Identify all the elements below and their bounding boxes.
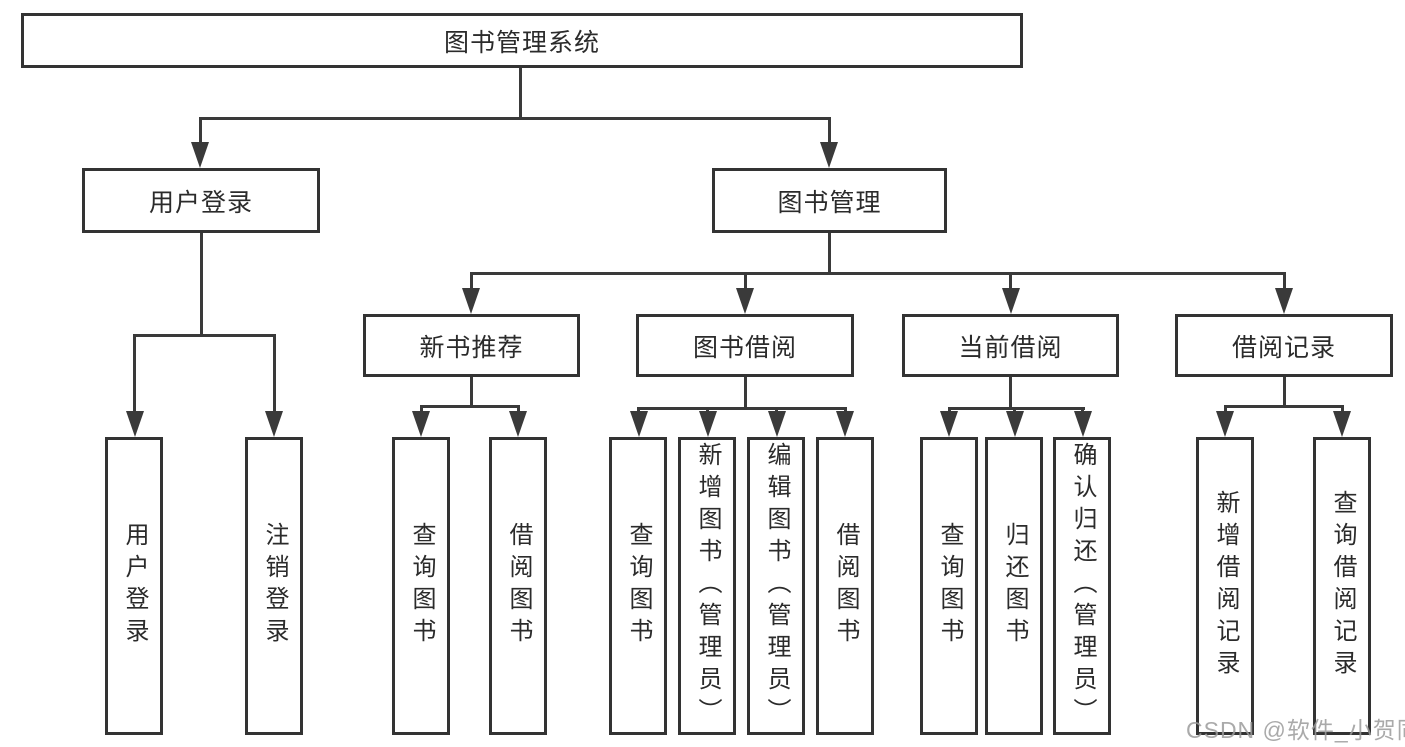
arrow-down-icon — [1074, 411, 1092, 437]
connector-stem-user-login — [199, 117, 202, 145]
arrow-down-icon — [836, 411, 854, 437]
node-borrowing-borrow-books: 借阅图书 — [816, 437, 874, 735]
arrow-down-icon — [191, 142, 209, 168]
arrow-down-icon — [462, 288, 480, 314]
arrow-down-icon — [1333, 411, 1351, 437]
connector-stem-records-leaf2 — [1341, 405, 1344, 415]
node-login-user-login: 用户登录 — [105, 437, 163, 735]
leaf-label: 注销登录 — [261, 522, 288, 650]
connector-level2-hbar — [470, 272, 1286, 275]
node-user-login: 用户登录 — [82, 168, 320, 233]
leaf-label: 编辑图书（管理员） — [763, 442, 790, 730]
arrow-down-icon — [630, 411, 648, 437]
connector-book-borrow-hbar — [637, 407, 847, 410]
node-records-query-borrow-record: 查询借阅记录 — [1313, 437, 1371, 735]
connector-stem-book-management — [828, 117, 831, 145]
arrow-down-icon — [126, 411, 144, 437]
connector-book-management-stem — [828, 233, 831, 274]
arrow-down-icon — [940, 411, 958, 437]
connector-stem-login-leaf2 — [273, 334, 276, 414]
arrow-down-icon — [736, 288, 754, 314]
connector-level1-hbar — [199, 117, 831, 120]
arrow-down-icon — [768, 411, 786, 437]
leaf-label: 新增借阅记录 — [1212, 490, 1239, 682]
connector-borrow-records-stub — [1283, 377, 1286, 408]
leaf-label: 查询图书 — [936, 522, 963, 650]
node-book-borrowing: 图书借阅 — [636, 314, 854, 377]
arrow-down-icon — [1002, 288, 1020, 314]
node-borrowing-records: 借阅记录 — [1175, 314, 1393, 377]
arrow-down-icon — [1006, 411, 1024, 437]
connector-book-borrow-stub — [744, 377, 747, 410]
leaf-label: 新增图书（管理员） — [694, 442, 721, 730]
node-current-borrowing: 当前借阅 — [902, 314, 1119, 377]
leaf-label: 确认归还（管理员） — [1069, 442, 1096, 730]
connector-stem-book-borrow — [744, 272, 747, 294]
arrow-down-icon — [412, 411, 430, 437]
node-records-add-borrow-record: 新增借阅记录 — [1196, 437, 1254, 735]
connector-stem-login-leaf1 — [133, 334, 136, 414]
node-library-management-system: 图书管理系统 — [21, 13, 1023, 68]
leaf-label: 用户登录 — [121, 522, 148, 650]
node-current-query-books: 查询图书 — [920, 437, 978, 735]
connector-stem-borrow-records — [1283, 272, 1286, 294]
node-current-return-books: 归还图书 — [985, 437, 1043, 735]
leaf-label: 借阅图书 — [832, 522, 859, 650]
node-book-management: 图书管理 — [712, 168, 947, 233]
node-current-confirm-return-admin: 确认归还（管理员） — [1053, 437, 1111, 735]
arrow-down-icon — [1216, 411, 1234, 437]
arrow-down-icon — [1275, 288, 1293, 314]
connector-new-book-stub — [470, 377, 473, 408]
connector-user-login-hbar — [133, 334, 276, 337]
leaf-label: 查询借阅记录 — [1329, 490, 1356, 682]
node-recommend-borrow-books: 借阅图书 — [489, 437, 547, 735]
arrow-down-icon — [265, 411, 283, 437]
node-login-logout: 注销登录 — [245, 437, 303, 735]
connector-stem-records-leaf1 — [1224, 405, 1227, 415]
node-borrowing-add-books-admin: 新增图书（管理员） — [678, 437, 736, 735]
node-borrowing-edit-books-admin: 编辑图书（管理员） — [747, 437, 805, 735]
leaf-label: 借阅图书 — [505, 522, 532, 650]
connector-borrow-records-hbar — [1224, 405, 1344, 408]
connector-user-login-stem — [200, 233, 203, 336]
leaf-label: 查询图书 — [625, 522, 652, 650]
node-recommend-query-books: 查询图书 — [392, 437, 450, 735]
leaf-label: 归还图书 — [1001, 522, 1028, 650]
node-new-book-recommendation: 新书推荐 — [363, 314, 580, 377]
connector-current-borrow-hbar — [948, 407, 1085, 410]
connector-stem-newbook-leaf2 — [517, 405, 520, 415]
connector-new-book-hbar — [420, 405, 520, 408]
arrow-down-icon — [820, 142, 838, 168]
connector-stem-new-book — [470, 272, 473, 294]
connector-stem-current-borrow — [1009, 272, 1012, 294]
leaf-label: 查询图书 — [408, 522, 435, 650]
arrow-down-icon — [509, 411, 527, 437]
arrow-down-icon — [699, 411, 717, 437]
node-borrowing-query-books: 查询图书 — [609, 437, 667, 735]
connector-current-borrow-stub — [1009, 377, 1012, 410]
connector-stem-newbook-leaf1 — [420, 405, 423, 415]
csdn-watermark: CSDN @软件_小贺同学 — [1186, 717, 1405, 743]
connector-root-stem — [519, 68, 522, 120]
